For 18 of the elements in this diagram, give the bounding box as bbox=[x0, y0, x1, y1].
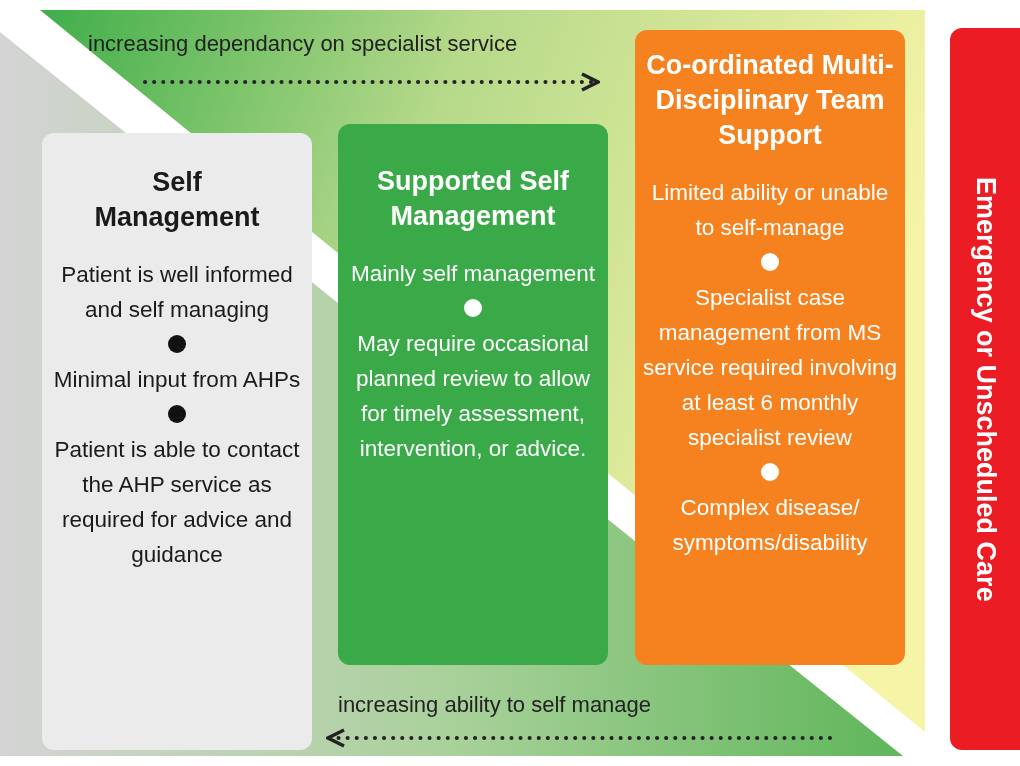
direction-label: increasing ability to self manage bbox=[338, 692, 652, 718]
emergency-care-bar bbox=[950, 28, 1020, 750]
node-title: Self Management bbox=[93, 166, 261, 234]
team-support-card bbox=[635, 30, 905, 665]
node-title: Co-ordinated Multi-Disciplinary Team Support bbox=[645, 49, 895, 152]
node-text: Complex disease/ symptoms/disability bbox=[671, 494, 869, 557]
node-title: Supported Self Management bbox=[376, 165, 570, 233]
node-text: Specialist case management from MS service required involving at least 6 monthly specialist review bbox=[643, 284, 897, 452]
supported-self-management-card bbox=[338, 124, 608, 665]
self-management-card bbox=[42, 133, 312, 750]
node-text: Mainly self management bbox=[351, 260, 595, 288]
node-text: Limited ability or unable to self-manage bbox=[650, 179, 890, 242]
node-text: May require occasional planned review to allow for timely assessment, intervention, or advice. bbox=[355, 330, 591, 463]
direction-label: increasing dependancy on specialist service bbox=[88, 31, 518, 57]
node-text: Minimal input from AHPs bbox=[53, 366, 301, 394]
node-text: Patient is able to contact the AHP service as required for advice and guidance bbox=[53, 436, 301, 569]
node-title: Emergency or Unscheduled Care bbox=[969, 176, 1001, 602]
node-text: Patient is well informed and self managing bbox=[60, 261, 294, 324]
